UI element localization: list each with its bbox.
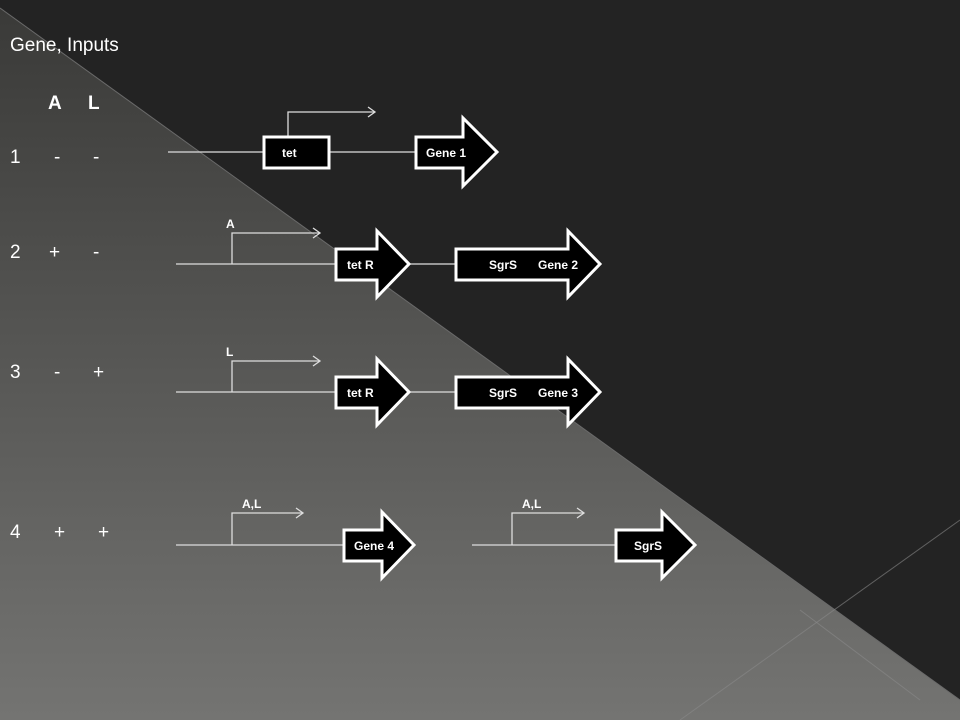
background-light-region	[0, 8, 960, 720]
gene-4-arrow	[342, 508, 417, 582]
diagonal-line	[0, 7, 960, 701]
heading: Gene, Inputs	[10, 35, 119, 56]
gene-1-label: Gene 1	[426, 146, 466, 160]
promoter-label-a: A	[226, 217, 235, 231]
input-l: -	[93, 147, 99, 168]
input-a: -	[54, 147, 60, 168]
gene-1-arrow	[414, 114, 500, 190]
input-l: +	[93, 362, 104, 383]
promoter-arrow	[231, 360, 320, 392]
gene-3-label: Gene 3	[538, 386, 578, 400]
gene-2-label: Gene 2	[538, 258, 578, 272]
decor-line	[679, 519, 960, 720]
promoter-arrow	[231, 232, 320, 264]
promoter-label-al: A,L	[522, 497, 541, 511]
input-a: +	[54, 522, 65, 543]
sgrs-label: SgrS	[634, 539, 662, 553]
tet-promoter-box	[262, 135, 331, 170]
tetr-arrow	[334, 355, 412, 429]
gene-number: 3	[10, 362, 21, 383]
sgrs-arrow	[614, 508, 698, 582]
promoter-arrow	[511, 512, 584, 545]
input-header-a: A	[48, 93, 62, 114]
gene-number: 2	[10, 242, 21, 263]
tet-label: tet	[282, 146, 297, 160]
promoter-arrowhead	[295, 507, 305, 519]
input-l: +	[98, 522, 109, 543]
input-header-l: L	[88, 93, 100, 114]
input-a: +	[49, 242, 60, 263]
tetr-arrow	[334, 227, 412, 301]
promoter-label-al: A,L	[242, 497, 261, 511]
decor-line	[799, 609, 921, 701]
gene-number: 1	[10, 147, 21, 168]
promoter-arrow	[287, 111, 375, 137]
sgrs-gene-2-arrow	[454, 227, 603, 301]
gene-number: 4	[10, 522, 21, 543]
promoter-label-l: L	[226, 345, 233, 359]
tetr-label: tet R	[347, 258, 374, 272]
sgrs-label: SgrS	[489, 386, 517, 400]
sgrs-label: SgrS	[489, 258, 517, 272]
gene-4-label: Gene 4	[354, 539, 394, 553]
promoter-arrowhead	[367, 106, 377, 118]
promoter-arrowhead	[312, 355, 322, 367]
promoter-arrow	[231, 512, 303, 545]
promoter-arrowhead	[576, 507, 586, 519]
tetr-label: tet R	[347, 386, 374, 400]
sgrs-gene-3-arrow	[454, 355, 603, 429]
input-a: -	[54, 362, 60, 383]
promoter-arrowhead	[312, 227, 322, 239]
input-l: -	[93, 242, 99, 263]
